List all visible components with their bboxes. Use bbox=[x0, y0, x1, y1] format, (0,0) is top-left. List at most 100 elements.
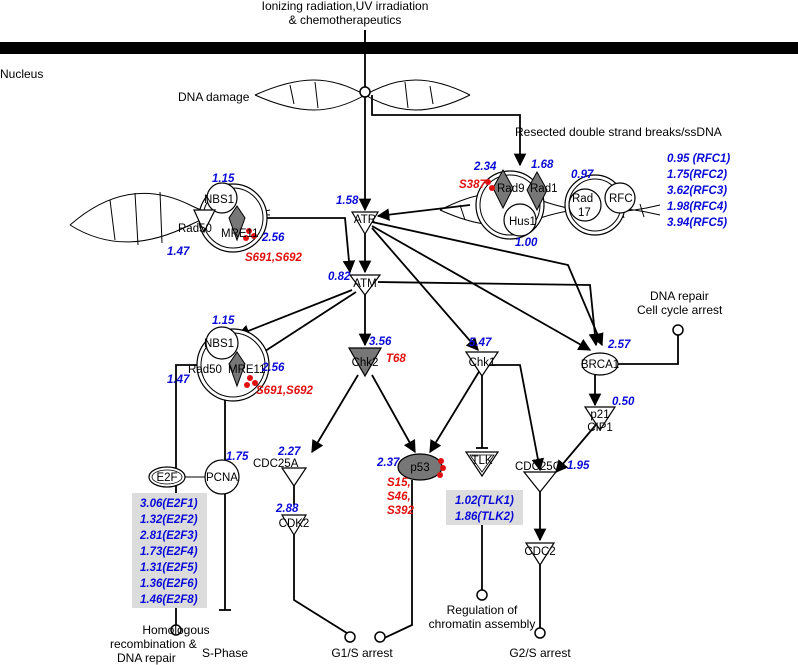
rfc-value-4: 1.98(RFC4) bbox=[667, 201, 727, 213]
homologous-label-1: Homologous bbox=[142, 623, 209, 637]
e2f-values-box bbox=[132, 493, 207, 608]
cdc25c-label: CDC25C bbox=[515, 461, 561, 473]
rad9-label: Rad9 bbox=[497, 183, 525, 195]
atm-label: ATM bbox=[353, 278, 376, 290]
cdk2-node bbox=[280, 514, 308, 537]
atr-label: ATR bbox=[354, 214, 376, 226]
chk2-phospho: T68 bbox=[386, 353, 406, 365]
mre11-mid-label: MRE11 bbox=[228, 364, 266, 376]
edge-chk1-p53 bbox=[429, 369, 481, 454]
compartment-label: Nucleus bbox=[0, 67, 43, 81]
rad9-complex bbox=[475, 168, 636, 240]
cdk2-label: CDK2 bbox=[279, 518, 310, 530]
hus1-value: 1.00 bbox=[515, 237, 538, 249]
mre11-top-phospho: S691,S692 bbox=[245, 252, 303, 264]
rfc-value-5: 3.94(RFC5) bbox=[667, 217, 727, 229]
e2f-values: 3.06(E2F1) 1.32(E2F2) 2.81(E2F3) 1.73(E2… bbox=[139, 498, 198, 606]
e2f-label: E2F bbox=[156, 472, 177, 484]
nbs1-top-value: 1.15 bbox=[212, 173, 235, 185]
cdc25a-value: 2.27 bbox=[277, 446, 301, 458]
pcna-label: PCNA bbox=[206, 472, 238, 484]
pcna-node bbox=[204, 459, 240, 495]
edge-atr-chk1 bbox=[371, 227, 479, 351]
dna-damage-label: DNA damage bbox=[178, 90, 250, 104]
edge-atm-brca1 bbox=[377, 281, 602, 347]
chk2-node bbox=[347, 347, 383, 378]
rad17-value: 0.97 bbox=[571, 169, 594, 181]
nbs1-mid-value: 1.15 bbox=[212, 315, 235, 327]
e2f-value-5: 1.31(E2F5) bbox=[140, 562, 198, 574]
g1s-endpoint-a bbox=[344, 631, 356, 643]
edge-cdk2-g1s bbox=[293, 535, 351, 636]
homologous-label-3: DNA repair bbox=[117, 651, 176, 665]
edge-chk2-p53 bbox=[371, 374, 416, 454]
rad9-value: 2.34 bbox=[473, 161, 497, 173]
p21-node bbox=[583, 406, 617, 432]
rfc-label: RFC bbox=[609, 193, 633, 205]
edge-atr-brca1b bbox=[371, 221, 604, 347]
rad50-mid-label: Rad50 bbox=[188, 364, 222, 376]
p53-phospho-2: S46, bbox=[387, 491, 411, 503]
rad50-top-label: Rad50 bbox=[178, 223, 212, 235]
stimulus-label-line2: & chemotherapeutics bbox=[289, 13, 402, 27]
mrn-complex-mid bbox=[196, 326, 270, 402]
chromatin-label-1: Regulation of bbox=[447, 603, 518, 617]
atm-node bbox=[348, 274, 382, 296]
nbs1-top-label: NBS1 bbox=[204, 194, 234, 206]
dna-damage-node bbox=[359, 86, 371, 98]
mrn-complex-top bbox=[193, 182, 268, 253]
rfc-value-3: 3.62(RFC3) bbox=[667, 185, 727, 197]
cdk2-value: 2.88 bbox=[275, 503, 299, 515]
cdc25c-node bbox=[522, 471, 558, 493]
edge-chk2-cdc25a bbox=[311, 374, 359, 454]
cdc25a-label: CDC25A bbox=[253, 458, 299, 470]
chk1-node bbox=[464, 351, 500, 378]
cdc2-label: CDC2 bbox=[524, 546, 555, 558]
rad17-label-a: Rad bbox=[572, 193, 593, 205]
homologous-label-2: recombination & bbox=[110, 637, 197, 651]
p53-value: 2.37 bbox=[376, 457, 400, 469]
rfc-values: 0.95 (RFC1) 1.75(RFC2) 3.62(RFC3) 1.98(R… bbox=[667, 153, 730, 229]
brca1-value: 2.57 bbox=[607, 339, 631, 351]
pcna-value: 1.75 bbox=[226, 451, 249, 463]
p53-phospho-1: S15, bbox=[387, 477, 411, 489]
s-phase-label: S-Phase bbox=[202, 646, 248, 660]
g1s-label: G1/S arrest bbox=[331, 646, 393, 660]
cdc25c-value: 1.95 bbox=[567, 460, 590, 472]
tlk-values-box bbox=[446, 490, 523, 525]
chromatin-endpoint bbox=[476, 589, 488, 601]
rad9-phospho: S387 bbox=[459, 179, 486, 191]
chk2-value: 3.56 bbox=[369, 336, 392, 348]
edge-atm-mre11 bbox=[254, 291, 357, 358]
edge-damage-rad bbox=[371, 95, 527, 167]
rad17-label-b: 17 bbox=[578, 207, 591, 219]
p21-label: p21 bbox=[590, 409, 609, 421]
resected-label: Resected double strand breaks/ssDNA bbox=[515, 125, 722, 139]
e2f-value-7: 1.46(E2F8) bbox=[140, 594, 198, 606]
cdc25a-node bbox=[280, 467, 308, 488]
edge-brca1-repair bbox=[616, 335, 679, 365]
chk2-label: Chk2 bbox=[352, 357, 379, 369]
e2f-value-3: 2.81(E2F3) bbox=[139, 530, 198, 542]
tlk-label: TLK bbox=[471, 455, 492, 467]
g2m-endpoint bbox=[534, 627, 546, 639]
p21-value: 0.50 bbox=[612, 396, 635, 408]
hus1-label: Hus1 bbox=[509, 216, 536, 228]
edge-rad-atr bbox=[376, 204, 471, 221]
tlk-value-1: 1.02(TLK1) bbox=[455, 495, 514, 507]
chk1-label: Chk1 bbox=[469, 357, 496, 369]
edge-atr-brca1 bbox=[371, 225, 592, 351]
edge-atm-nbs1 bbox=[236, 289, 353, 337]
rfc-value-1: 0.95 (RFC1) bbox=[667, 153, 730, 165]
nuclear-membrane bbox=[0, 42, 798, 54]
brca1-node bbox=[581, 352, 619, 376]
nbs1-mid-label: NBS1 bbox=[204, 338, 234, 350]
edge-p53-g1s bbox=[379, 480, 413, 641]
rad50-top-value: 1.47 bbox=[167, 246, 190, 258]
p53-label: p53 bbox=[410, 462, 429, 474]
mre11-top-value: 2.56 bbox=[261, 232, 285, 244]
stimulus-label-line1: Ionizing radiation,UV irradiation bbox=[262, 0, 429, 13]
atr-node bbox=[350, 211, 380, 236]
